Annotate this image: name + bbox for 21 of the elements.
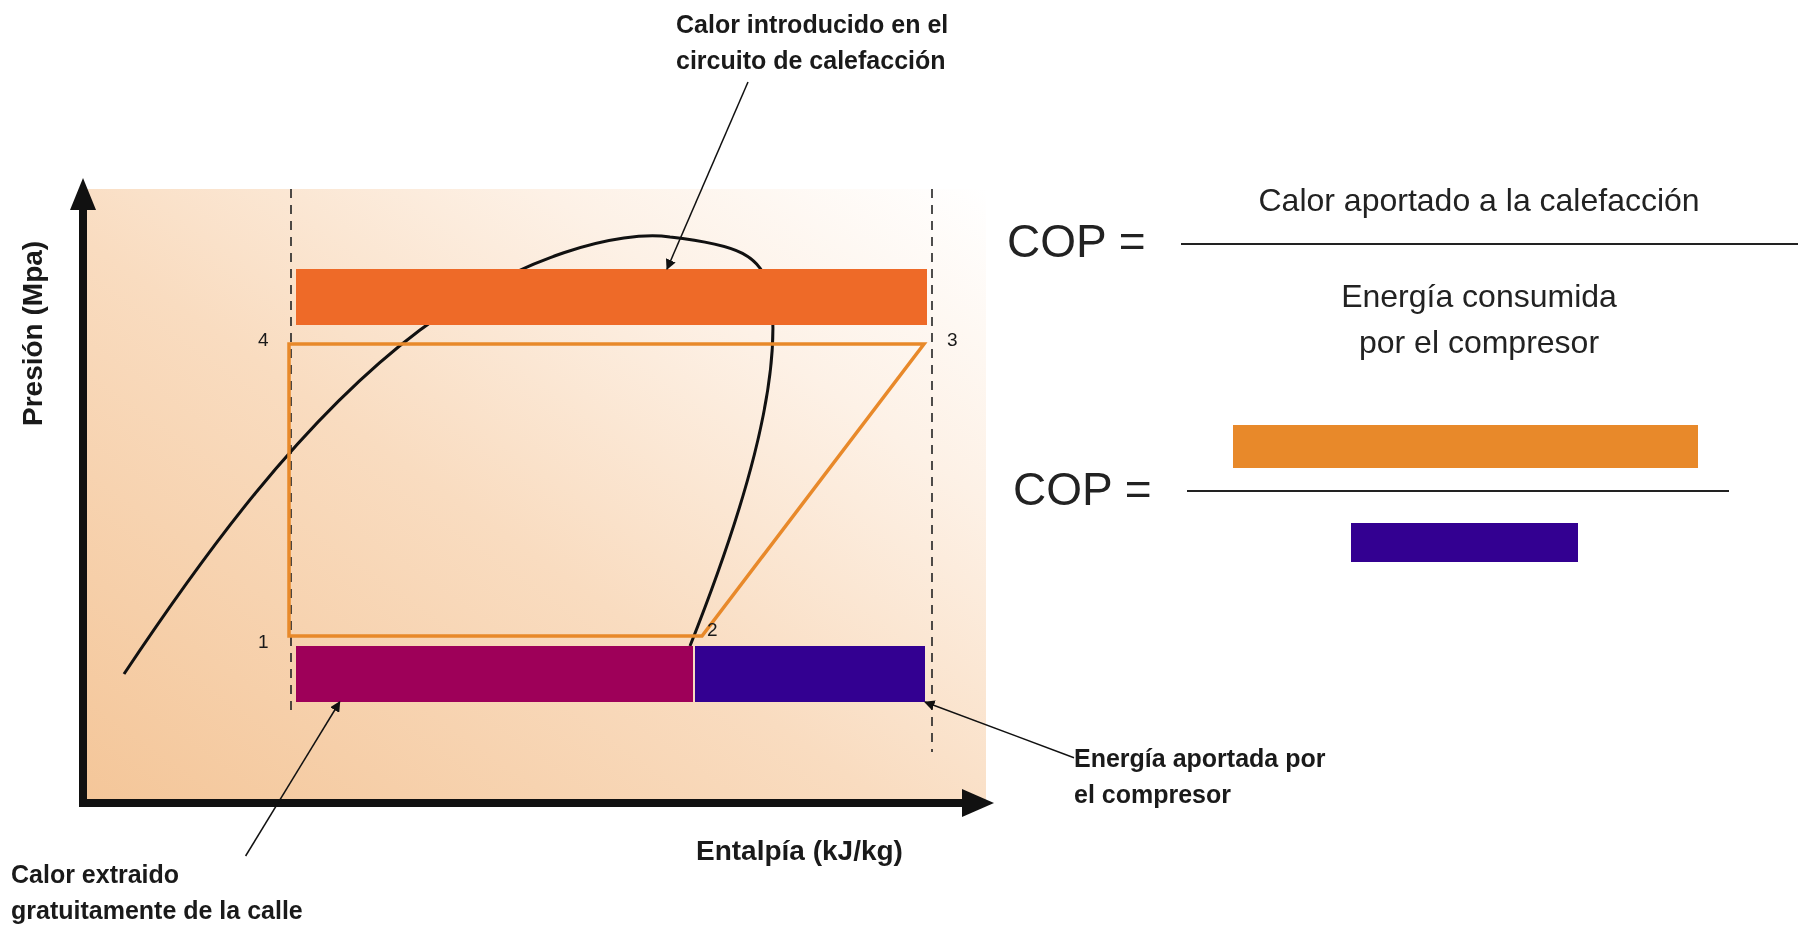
- energy-bar: [296, 269, 927, 325]
- formula-text: COP =: [1013, 464, 1152, 515]
- formula-text: Energía consumida por el compresor: [1340, 277, 1618, 362]
- point-label: 2: [707, 620, 718, 641]
- point-label: 3: [947, 330, 958, 351]
- leader-arrow: [665, 81, 749, 270]
- formula-text: COP =: [1007, 216, 1146, 267]
- callout-text: Energía aportada por el compresor: [1074, 740, 1334, 812]
- leader-arrow: [244, 701, 341, 857]
- leader-arrow: [924, 700, 1075, 759]
- fraction-bar: [1351, 523, 1578, 562]
- energy-bar: [695, 646, 925, 702]
- callout-text: Calor introducido en el circuito de calefacción: [676, 6, 1036, 78]
- formula-text: Calor aportado a la calefacción: [1258, 183, 1700, 219]
- energy-bar: [296, 646, 693, 702]
- axis-label: Entalpía (kJ/kg): [696, 836, 903, 867]
- axis-label: Presión (Mpa): [18, 240, 49, 426]
- callout-text: Calor extraido gratuitamente de la calle: [11, 856, 351, 928]
- point-label: 4: [258, 330, 269, 351]
- fraction-bar: [1233, 425, 1698, 468]
- point-label: 1: [258, 632, 269, 653]
